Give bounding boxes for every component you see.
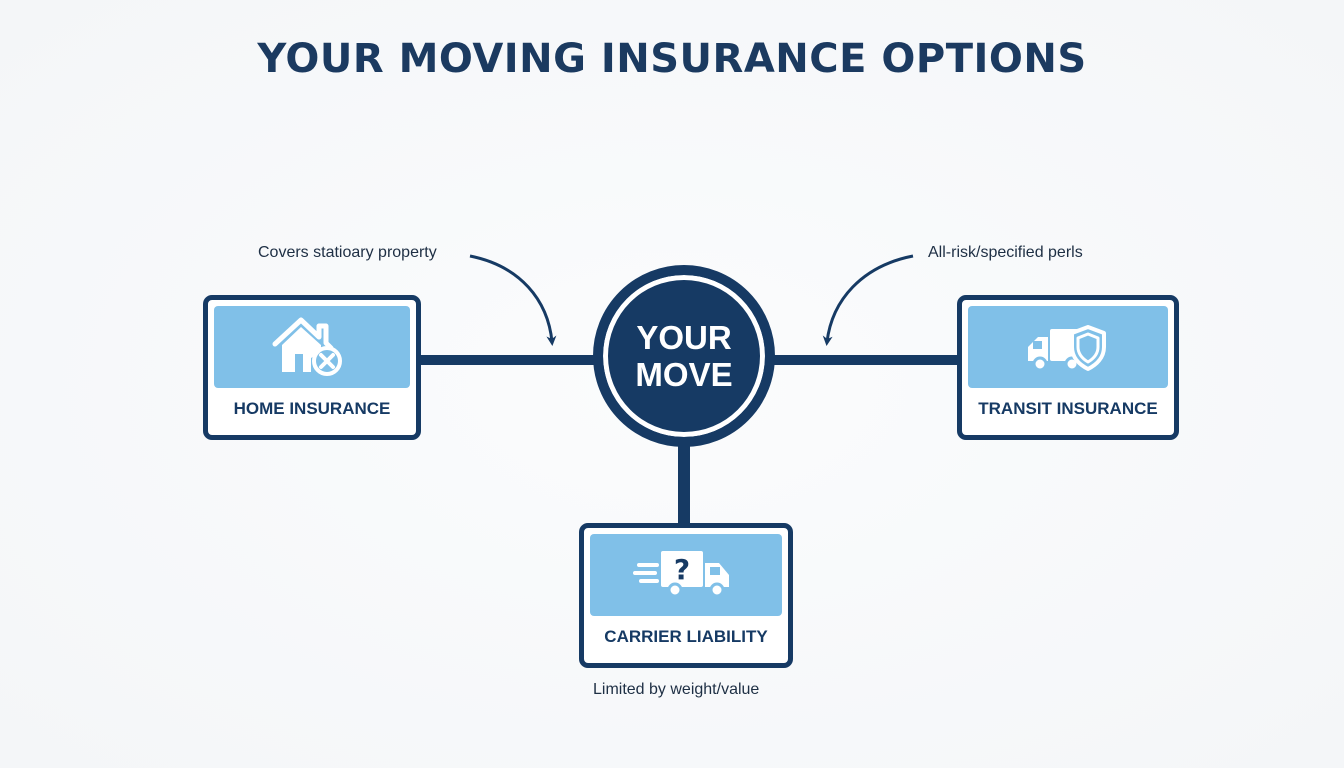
- card-icon-panel: [968, 306, 1168, 388]
- house-x-icon: [272, 317, 342, 376]
- svg-text:?: ?: [674, 553, 690, 586]
- hub-your-move: YOUR MOVE: [593, 265, 775, 447]
- page-title: YOUR MOVING INSURANCE OPTIONS: [257, 36, 1087, 82]
- annotation-arrow-right: [822, 254, 914, 346]
- option-card-transit-insurance: TRANSIT INSURANCE: [957, 295, 1179, 440]
- card-label: TRANSIT INSURANCE: [978, 399, 1158, 418]
- truck-question-icon: ?: [633, 551, 729, 598]
- hub-label: YOUR MOVE: [635, 319, 733, 393]
- annotation-carrier: Limited by weight/value: [593, 681, 760, 698]
- card-icon-panel: [214, 306, 410, 388]
- annotation-home: Covers statioary property: [258, 244, 437, 261]
- card-label: HOME INSURANCE: [233, 399, 391, 418]
- annotation-arrow-left: [469, 254, 557, 346]
- card-icon-panel: ?: [590, 534, 782, 616]
- annotation-transit: All-risk/specified perls: [928, 244, 1083, 261]
- option-card-carrier-liability: ? CARRIER LIABILITY: [579, 523, 793, 668]
- truck-shield-icon: [1028, 325, 1106, 372]
- option-card-home-insurance: HOME INSURANCE: [203, 295, 421, 440]
- card-label: CARRIER LIABILITY: [604, 627, 768, 646]
